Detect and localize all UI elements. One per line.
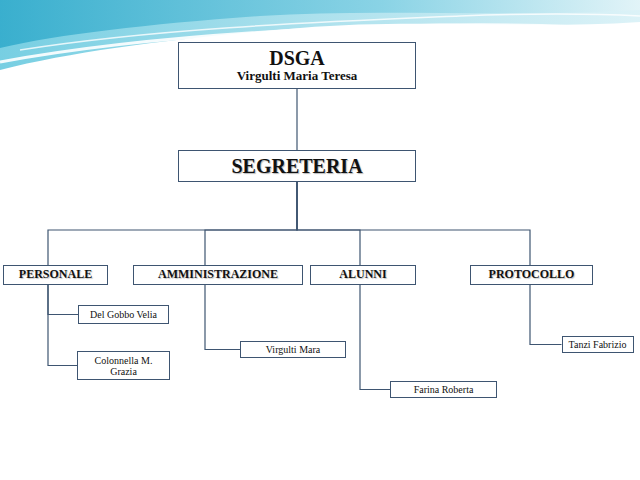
org-connector <box>48 182 297 265</box>
wave <box>0 0 640 48</box>
box-title: AMMINISTRAZIONE <box>158 268 278 281</box>
org-connector <box>530 285 562 345</box>
person-box: Farina Roberta <box>390 381 497 398</box>
office-box: SEGRETERIA <box>178 150 416 182</box>
org-connector <box>205 285 240 350</box>
section-box: ALUNNI <box>310 265 416 285</box>
org-connector <box>205 182 297 265</box>
box-title: Del Gobbo Velia <box>90 309 157 320</box>
person-box: Del Gobbo Velia <box>78 305 169 324</box>
box-title: PROTOCOLLO <box>489 268 575 281</box>
head-box: DSGAVirgulti Maria Teresa <box>178 42 416 89</box>
org-connector <box>48 285 77 366</box>
person-box: Colonnella M. Grazia <box>77 351 170 380</box>
section-box: AMMINISTRAZIONE <box>133 265 303 285</box>
org-connector <box>297 182 530 265</box>
section-box: PERSONALE <box>3 265 108 285</box>
box-title: ALUNNI <box>339 268 386 281</box>
box-title: Colonnella M. Grazia <box>83 355 164 377</box>
box-title: Farina Roberta <box>414 384 474 395</box>
box-title: PERSONALE <box>19 268 92 281</box>
box-subtitle: Virgulti Maria Teresa <box>237 69 358 83</box>
box-title: Virgulti Mara <box>266 344 320 355</box>
org-connector <box>360 285 390 390</box>
wave <box>0 0 640 70</box>
box-title: Tanzi Fabrizio <box>569 339 627 350</box>
org-connector <box>296 89 297 150</box>
person-box: Virgulti Mara <box>240 341 346 358</box>
org-connector <box>297 182 360 265</box>
box-title: SEGRETERIA <box>231 155 362 177</box>
person-box: Tanzi Fabrizio <box>562 336 634 353</box>
org-connector <box>48 285 78 315</box>
box-title: DSGA <box>269 47 325 69</box>
section-box: PROTOCOLLO <box>470 265 593 285</box>
